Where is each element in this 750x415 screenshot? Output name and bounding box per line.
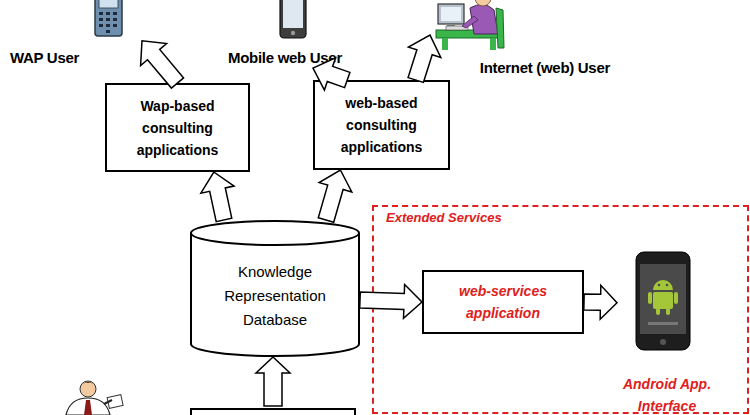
block-arrow <box>313 58 350 90</box>
device-label: Android App. Interface <box>617 252 717 415</box>
process-box: Wap-based consulting applications <box>105 83 250 172</box>
node-caption: Internet (web) User <box>480 59 610 76</box>
node-text: web-services application <box>442 280 564 324</box>
node-text: Wap-based consulting applications <box>125 95 230 161</box>
group-frame: Extended Services web-services applicatio… <box>372 205 749 414</box>
user-label: WAP User <box>10 0 142 68</box>
block-arrow <box>584 285 617 319</box>
node-caption: WAP User <box>10 49 79 66</box>
user-label: Internet (web) User <box>430 0 610 78</box>
node-text: web-based consulting applications <box>333 92 430 158</box>
block-arrow <box>141 41 184 88</box>
node-caption: Android App. Interface <box>617 373 717 415</box>
smartphone-icon <box>280 0 306 38</box>
database-cylinder: Knowledge Representation Database <box>190 220 360 357</box>
input-box <box>191 409 355 415</box>
android-phone-icon <box>636 252 690 350</box>
process-box: web-based consulting applications <box>313 80 450 170</box>
block-arrow <box>318 170 352 222</box>
expert-person-icon <box>66 381 123 415</box>
wap-phone-icon <box>95 0 122 36</box>
block-arrow <box>408 35 441 82</box>
input-arrow <box>256 357 290 406</box>
node-text: Knowledge Representation Database <box>215 260 335 332</box>
computer-user-icon <box>436 0 504 50</box>
block-arrow <box>201 172 234 222</box>
block-arrow <box>360 284 422 318</box>
process-box: web-services application <box>422 270 584 334</box>
group-heading: Extended Services <box>386 210 735 225</box>
